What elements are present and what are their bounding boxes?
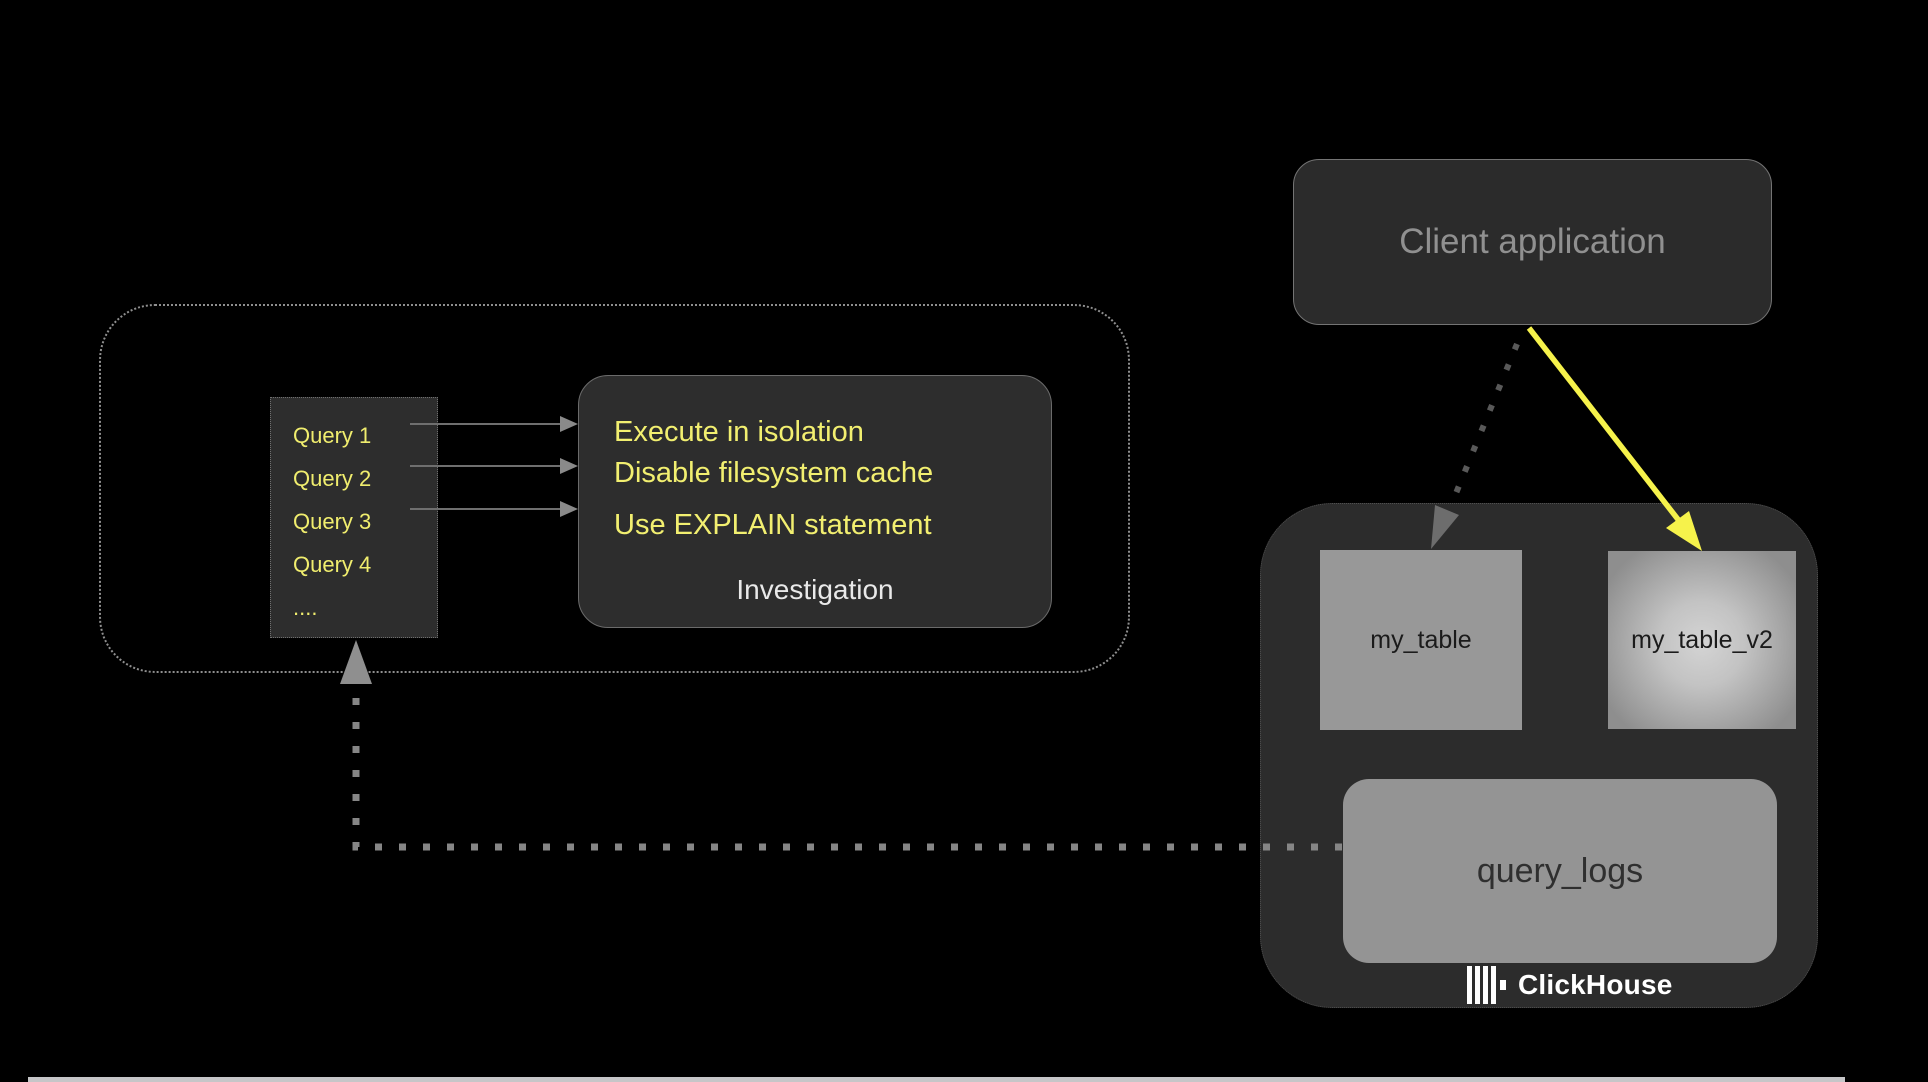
my-table-v2-label: my_table_v2: [1631, 625, 1773, 654]
query-list-item-ellipsis: ....: [293, 595, 318, 620]
query-list-item: Query 1: [293, 423, 372, 448]
query-list-item: Query 3: [293, 509, 372, 534]
dotted-elbow-line: [352, 688, 1342, 851]
query-logs-label: query_logs: [1476, 851, 1644, 890]
clickhouse-logo: ClickHouse: [1467, 966, 1673, 1004]
clickhouse-wordmark: ClickHouse: [1518, 969, 1673, 1000]
bottom-edge-strip: [28, 1077, 1845, 1082]
query-list-box: Query 1 Query 2 Query 3 Query 4 ....: [270, 397, 438, 638]
my-table-box: my_table: [1320, 550, 1522, 730]
clickhouse-bars-icon: [1467, 966, 1506, 1004]
query-list-item: Query 4: [293, 552, 372, 577]
investigation-tip: Use EXPLAIN statement: [614, 509, 932, 541]
investigation-box: Execute in isolation Disable filesystem …: [578, 375, 1052, 628]
clickhouse-container: my_table my_table_v2 query_logs ClickHou…: [1260, 503, 1818, 1008]
investigation-group-outline: [99, 304, 1130, 673]
investigation-tip: Disable filesystem cache: [614, 457, 934, 489]
investigation-tip: Execute in isolation: [614, 416, 864, 448]
my-table-label: my_table: [1370, 625, 1472, 654]
client-application-label: Client application: [1399, 222, 1666, 261]
yellow-line: [1526, 326, 1683, 524]
dotted-line: [1449, 342, 1520, 505]
query-logs-box: query_logs: [1343, 779, 1777, 963]
investigation-title: Investigation: [736, 574, 894, 605]
my-table-v2-box: my_table_v2: [1608, 551, 1796, 729]
client-application-box: Client application: [1293, 159, 1772, 325]
query-list-item: Query 2: [293, 466, 372, 491]
